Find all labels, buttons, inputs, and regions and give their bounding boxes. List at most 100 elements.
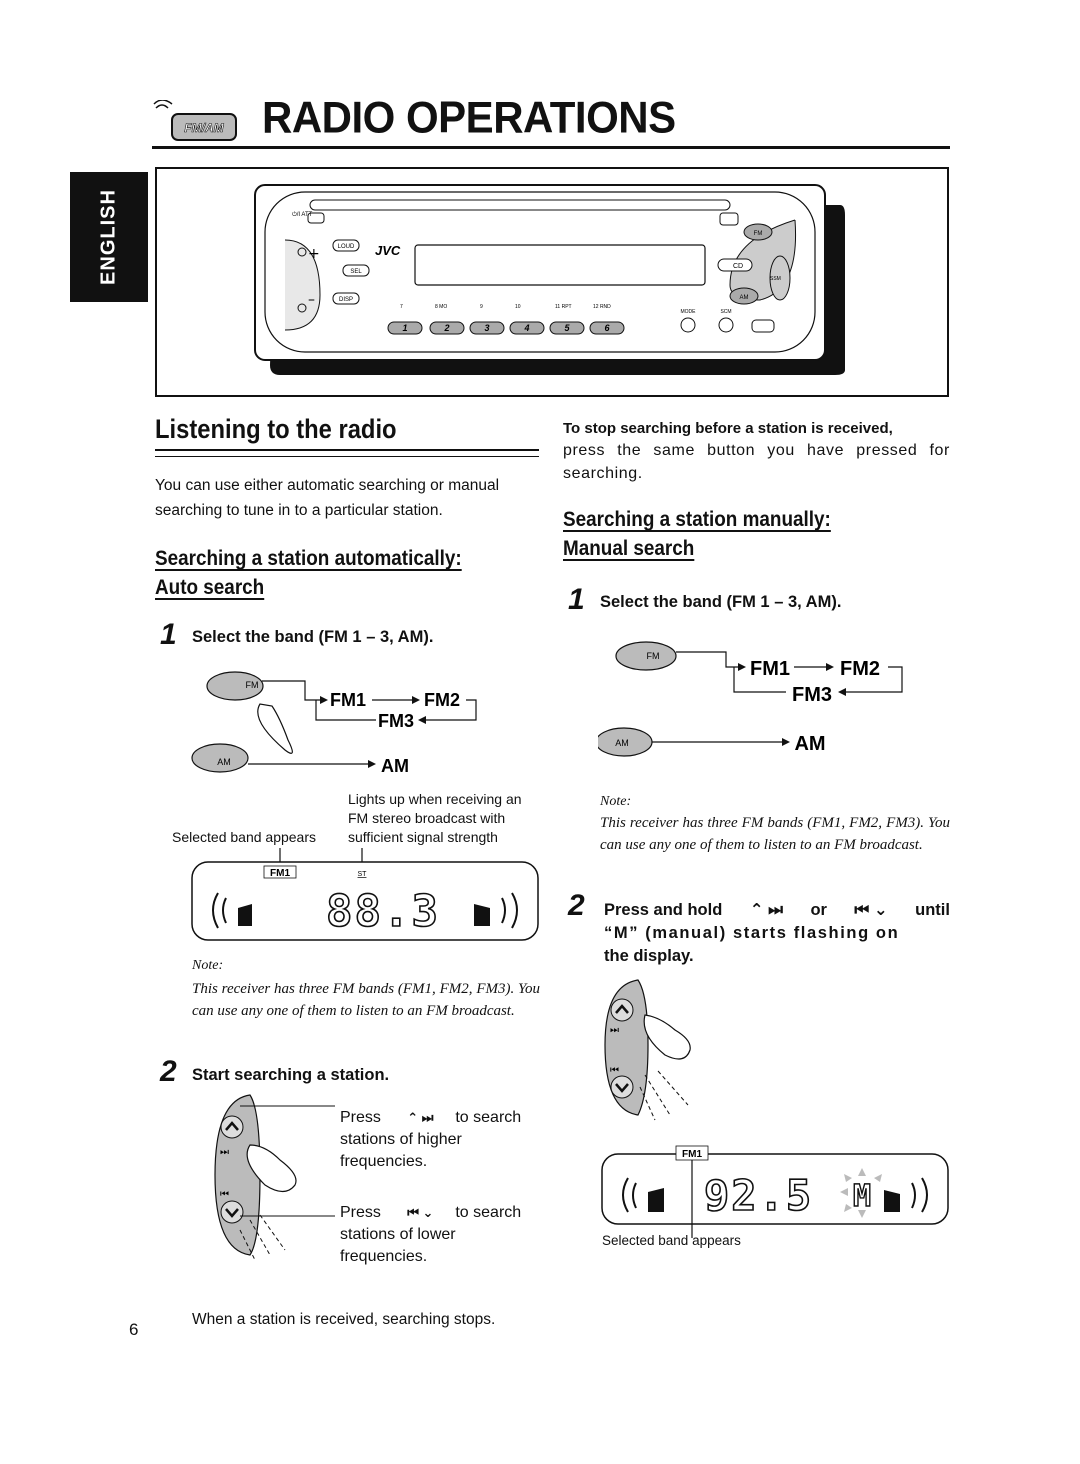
level-meter-right-icon <box>474 904 490 926</box>
stop-search-text: press the same button you have pressed f… <box>563 442 950 482</box>
down-button <box>610 1075 634 1099</box>
preset-2: 2 <box>443 323 449 333</box>
finger-icon <box>246 1144 297 1193</box>
prev-track-icon: ⏮ <box>220 1189 229 1200</box>
finger-icon <box>257 703 293 754</box>
att-button-label: ⏻/I ATT <box>292 211 313 218</box>
stereo-indicator: ST <box>358 871 368 878</box>
auto-search-heading-line1: Searching a station automatically: <box>155 547 462 570</box>
level-meter-left-icon <box>648 1188 664 1212</box>
level-meter-right-icon <box>884 1190 900 1212</box>
page-title: RADIO OPERATIONS <box>262 92 676 143</box>
flashing-m-indicator: M <box>840 1168 882 1218</box>
am-button-label: AM <box>740 295 749 301</box>
preset-buttons[interactable]: 1 2 3 4 5 6 <box>387 321 625 335</box>
seek-control-auto: ⏭ ⏮ <box>214 1094 335 1261</box>
stop-search-heading: To stop searching before a station is re… <box>563 420 893 437</box>
footer-note: When a station is received, searching st… <box>192 1311 496 1328</box>
manual-band-diagram: FM FM1 FM2 FM3 AM AM <box>598 641 903 757</box>
indicator-9: 9 <box>480 304 483 310</box>
band-fm2: FM2 <box>424 690 460 710</box>
band-fm2: FM2 <box>840 658 880 680</box>
up-button <box>220 1115 244 1139</box>
header-rule <box>152 146 950 149</box>
mode-label: MODE <box>681 309 697 315</box>
preset-6: 6 <box>604 323 610 333</box>
loud-button: LOUD <box>338 244 355 250</box>
auto-band-diagram: FM FM1 FM2 FM3 AM AM <box>191 671 477 776</box>
display-m: M <box>853 1179 871 1214</box>
down-button <box>220 1200 244 1224</box>
fm-button-label: FM <box>647 651 660 661</box>
fm-button <box>206 671 264 701</box>
indicator-8: 8 MO <box>435 304 447 310</box>
brand-logo: JVC <box>375 243 401 258</box>
receiver-faceplate: ⏻/I ATT + – LOUD SEL DISP JVC 7 8 MO 9 1… <box>254 184 845 375</box>
manual-note-label: Note: <box>600 794 632 809</box>
prev-track-icon: ⏮ <box>610 1065 619 1076</box>
next-track-icon: ⏭ <box>610 1025 619 1036</box>
display-band-indicator: FM1 <box>270 868 290 879</box>
manual-step1-number: 1 <box>568 583 585 616</box>
band-am: AM <box>381 756 409 776</box>
auto-step2-number: 2 <box>160 1055 177 1088</box>
manual-step1-text: Select the band (FM 1 – 3, AM). <box>600 593 842 611</box>
band-fm1: FM1 <box>750 658 790 680</box>
fm-button-label: FM <box>754 231 763 237</box>
fm-button <box>615 641 677 671</box>
sel-button: SEL <box>350 269 362 275</box>
manual-step2-number: 2 <box>568 889 585 922</box>
fm-am-icon-label: FM/AM <box>184 121 224 135</box>
preset-3: 3 <box>484 323 489 333</box>
fm-button-label: FM <box>246 680 259 690</box>
band-fm1: FM1 <box>330 690 366 710</box>
press-down-instructions: Press ⏮ ⌄to search stations of lower fre… <box>340 1204 522 1265</box>
manual-step2-text: Press and hold ⌃ ⏭ or ⏮ ⌄ until “M” (man… <box>604 901 950 965</box>
auto-step1-number: 1 <box>160 618 177 651</box>
indicator-10: 10 <box>515 304 521 310</box>
ssm-label: SSM <box>770 276 781 282</box>
auto-search-heading-line2: Auto search <box>155 576 265 599</box>
up-next-icon: ⌃ ⏭ <box>407 1110 434 1125</box>
indicator-7: 7 <box>400 304 403 310</box>
manual-search-heading-line1: Searching a station manually: <box>563 508 831 531</box>
band-am: AM <box>794 733 825 755</box>
next-track-icon: ⏭ <box>220 1147 229 1158</box>
preset-4: 4 <box>523 323 529 333</box>
band-fm3: FM3 <box>378 711 414 731</box>
chevron-up-icon <box>615 1004 629 1014</box>
auto-step1-text: Select the band (FM 1 – 3, AM). <box>192 628 434 646</box>
cd-button-label: CD <box>733 263 743 270</box>
display-frequency: 88.3 <box>326 886 440 937</box>
display-frequency: 92.5 <box>704 1171 813 1220</box>
fm-am-radio-icon: FM/AM <box>153 100 237 141</box>
volume-plus-icon: + <box>308 246 320 262</box>
selected-band-label-manual: Selected band appears <box>602 1233 741 1248</box>
up-button <box>610 998 634 1022</box>
scm-label: SCM <box>720 309 731 315</box>
volume-minus-icon: – <box>308 292 315 308</box>
stereo-label-line1: Lights up when receiving an <box>348 791 522 807</box>
auto-note-label: Note: <box>192 958 224 973</box>
chevron-up-icon <box>225 1121 239 1131</box>
level-meter-left-icon <box>238 904 252 926</box>
chevron-down-icon <box>615 1083 629 1093</box>
seek-control-manual: ⏭ ⏮ <box>604 979 691 1121</box>
section-title: Listening to the radio <box>155 414 397 444</box>
prev-down-icon: ⏮ ⌄ <box>854 901 888 919</box>
finger-icon <box>643 1014 691 1060</box>
preset-5: 5 <box>564 323 570 333</box>
manual-note-text: This receiver has three FM bands (FM1, F… <box>600 815 950 853</box>
lcd-display-auto: FM1 ST 88.3 <box>191 848 539 941</box>
prev-down-icon: ⏮ ⌄ <box>407 1205 434 1220</box>
stereo-label-line2: FM stereo broadcast with <box>348 810 506 826</box>
am-button <box>191 743 249 773</box>
page-number: 6 <box>129 1320 139 1339</box>
section-rule <box>155 449 539 451</box>
am-button-label: AM <box>217 757 231 767</box>
press-up-instructions: Press ⌃ ⏭to search stations of higher fr… <box>340 1109 522 1170</box>
up-next-icon: ⌃ ⏭ <box>749 901 783 919</box>
intro-text: You can use either automatic searching o… <box>155 477 500 519</box>
lcd-display-manual: FM1 92.5 M <box>601 1145 949 1238</box>
language-tab: ENGLISH <box>70 172 148 302</box>
